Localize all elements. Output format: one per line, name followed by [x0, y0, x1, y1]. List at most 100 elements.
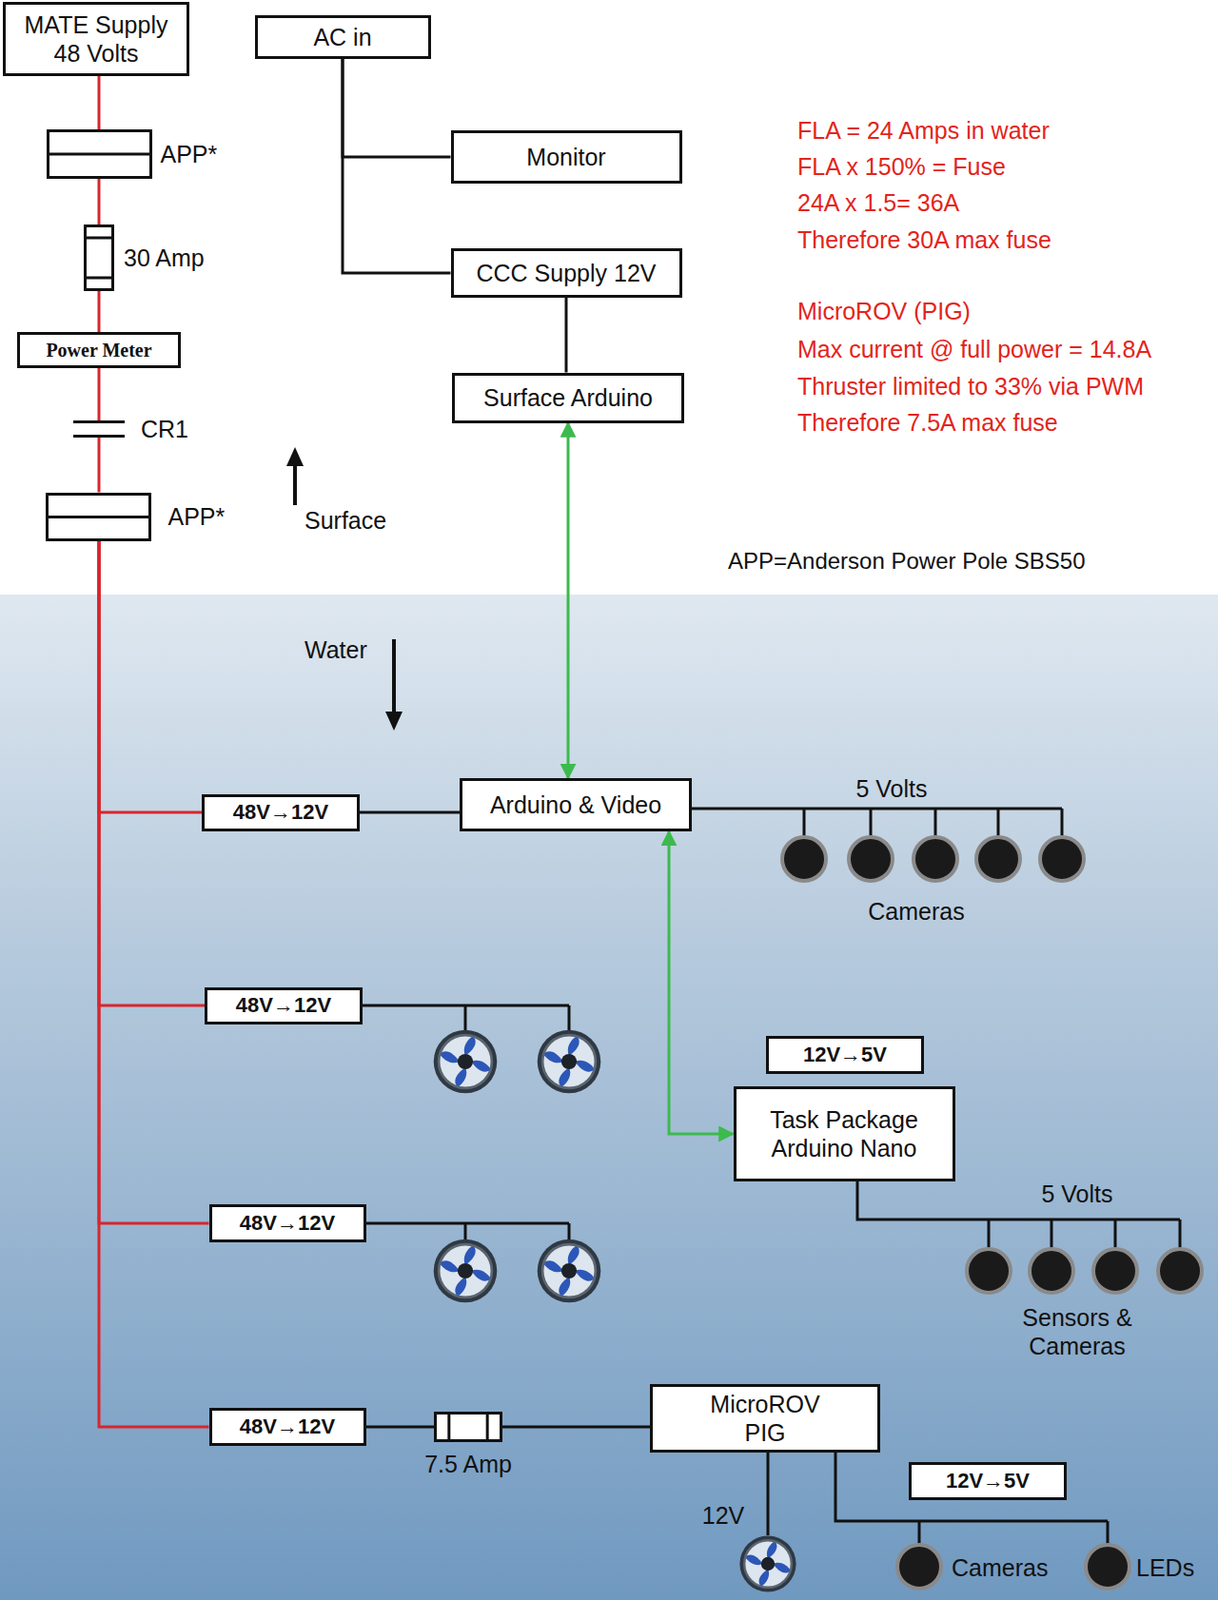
thruster-wire	[464, 1223, 468, 1241]
symbol-outline	[73, 420, 125, 438]
box-label: MATE Supply 48 Volts	[16, 10, 177, 68]
thruster-icon	[433, 1239, 498, 1304]
voltage-label: 5 Volts	[855, 774, 927, 804]
connector-divider	[47, 153, 151, 157]
fuse-symbol: 7.5 Amp	[433, 1412, 503, 1443]
camera-icon	[782, 837, 826, 882]
pig-device-wire	[918, 1521, 922, 1546]
power-wire	[98, 76, 101, 130]
controller-box: Surface Arduino	[451, 373, 685, 424]
fuse-body	[435, 1414, 502, 1442]
data-link	[567, 423, 570, 780]
monitor-box: Monitor	[451, 130, 683, 184]
device-label: Cameras	[867, 897, 964, 926]
thruster-wire	[568, 1005, 571, 1032]
fuse-cap	[85, 276, 114, 280]
device-wires	[323, 808, 1180, 1546]
device-label: LEDs	[1136, 1553, 1195, 1583]
water-arrow-head	[385, 711, 403, 731]
data-link	[668, 831, 734, 1135]
box-label: Power Meter	[45, 338, 152, 362]
supply-wire	[366, 1426, 435, 1430]
converter-box: 48V→12V	[201, 794, 360, 832]
connector-symbol: APP*	[46, 129, 153, 179]
fuse-cap	[486, 1414, 490, 1442]
surface-arrow-shaft	[293, 462, 297, 506]
camera-wire	[666, 807, 1062, 811]
direction-arrows	[294, 462, 394, 716]
power-wire	[98, 368, 101, 421]
fuse-body	[85, 226, 114, 291]
fuse-cap	[85, 236, 114, 240]
box-label: 12V→5V	[945, 1469, 1030, 1494]
fuse-calc-note: Therefore 30A max fuse	[797, 225, 1052, 255]
camera-icon	[897, 1545, 942, 1590]
supply-wire	[342, 58, 452, 274]
converter-box: 48V→12V	[209, 1408, 367, 1447]
converter-box: 48V→12V	[209, 1204, 367, 1243]
camera-wire	[869, 808, 873, 838]
box-label: Arduino & Video	[490, 790, 662, 820]
camera-icon	[976, 837, 1021, 882]
sensor-icon	[1029, 1249, 1074, 1294]
power-wire	[98, 437, 101, 493]
camera-wire	[1060, 808, 1064, 838]
fuse-calc-note: FLA = 24 Amps in water	[797, 116, 1050, 145]
sensor-icon	[1093, 1249, 1138, 1294]
box-label: CCC Supply 12V	[476, 258, 657, 288]
thruster-icon	[537, 1239, 602, 1304]
water-background	[0, 594, 1218, 1600]
camera-wire	[997, 808, 1001, 838]
direction-label: Water	[304, 635, 368, 665]
sensor-wire	[1114, 1219, 1118, 1250]
connector-body	[46, 493, 150, 540]
sensor-wire	[987, 1219, 991, 1250]
sensor-icon	[966, 1249, 1011, 1294]
box-label: 48V→12V	[239, 1211, 335, 1237]
converter-box: 12V→5V	[766, 1036, 924, 1075]
water-arrow-shaft	[392, 639, 396, 716]
power-meter-box: Power Meter	[17, 332, 181, 369]
voltage-label: 5 Volts	[1041, 1179, 1113, 1209]
power-wire	[98, 541, 205, 1007]
symbol-label: 7.5 Amp	[424, 1450, 512, 1479]
power-wire	[98, 541, 202, 814]
device-label: Cameras	[951, 1553, 1048, 1583]
box-label: Monitor	[526, 142, 606, 172]
connectors	[98, 58, 734, 1428]
direction-label: Surface	[304, 506, 387, 535]
power-supply-box: MATE Supply 48 Volts	[2, 1, 190, 77]
fuse-calc-note: Max current @ full power = 14.8A	[797, 334, 1152, 364]
supply-wire	[565, 297, 569, 374]
abbreviation-note: APP=Anderson Power Pole SBS50	[727, 548, 1086, 576]
box-label: Surface Arduino	[483, 383, 653, 413]
camera-icon	[913, 837, 958, 882]
thruster-icon	[739, 1535, 796, 1592]
fuse-calc-note: FLA x 150% = Fuse	[797, 152, 1006, 181]
fuse-calc-note: Thruster limited to 33% via PWM	[797, 372, 1144, 401]
thruster-icon	[433, 1030, 498, 1095]
symbol-label: APP*	[168, 502, 226, 531]
symbol-label: 30 Amp	[123, 243, 205, 273]
controller-box: Arduino & Video	[459, 778, 692, 832]
contact-plate	[73, 420, 125, 424]
fuse-symbol: 30 Amp	[83, 224, 115, 292]
sensor-wire	[1050, 1219, 1054, 1250]
sensor-wire	[1178, 1219, 1182, 1250]
supply-wire	[502, 1426, 650, 1430]
power-wire	[98, 291, 101, 333]
box-label: 48V→12V	[239, 1414, 335, 1440]
symbol-outline	[46, 129, 153, 179]
box-label: Task Package Arduino Nano	[753, 1105, 935, 1163]
connector-symbol: APP*	[45, 492, 152, 542]
box-label: 48V→12V	[235, 993, 332, 1019]
thruster-wire	[568, 1223, 571, 1241]
box-label: AC in	[313, 22, 372, 52]
box-label: MicroROV PIG	[693, 1390, 837, 1448]
fuse-calc-note: Therefore 7.5A max fuse	[797, 408, 1059, 437]
sensor-icon	[1158, 1249, 1202, 1294]
camera-wire	[803, 808, 806, 838]
connector-divider	[46, 515, 150, 519]
converter-box: 12V→5V	[908, 1462, 1067, 1501]
thruster-wire	[464, 1005, 468, 1032]
